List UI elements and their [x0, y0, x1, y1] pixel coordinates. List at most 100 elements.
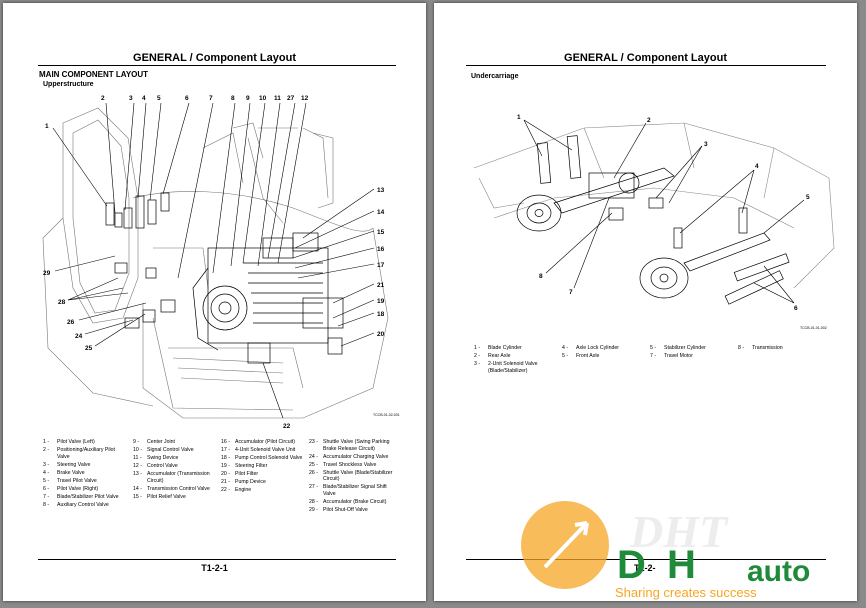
- figure-code: TCCB-01-01-002: [800, 326, 827, 330]
- callout-1: 1: [517, 114, 521, 121]
- legend-item-label: Rear Axle: [488, 353, 511, 359]
- svg-text:DHT: DHT: [629, 506, 729, 557]
- legend-item-number: 22 -: [221, 487, 230, 493]
- legend-item-number: 18 -: [221, 455, 230, 461]
- legend-item: 11 -Swing Device: [133, 455, 221, 462]
- subsection-title: Undercarriage: [471, 73, 519, 80]
- legend-item-label: Engine: [235, 487, 252, 493]
- legend-item-number: 27 -: [309, 484, 318, 490]
- callout-8: 8: [539, 273, 543, 280]
- legend-item-number: 3 -: [474, 361, 481, 367]
- legend-item: 29 -Pilot Shut-Off Valve: [309, 507, 397, 514]
- page-number: T1-2-1: [201, 563, 228, 573]
- legend-item: 17 -4-Unit Solenoid Valve Unit: [221, 447, 309, 454]
- legend-item: 18 - Pump Control Solenoid Valve: [221, 455, 309, 462]
- legend-item: 4 -Brake Valve: [43, 470, 129, 477]
- legend-item-number: 4 -: [43, 469, 50, 476]
- legend-item-label: Blade/Stabilizer Pilot Valve: [57, 493, 119, 500]
- legend-item-number: 21 -: [221, 479, 230, 485]
- legend-item-label: Shuttle Valve (Blade/Stabilizer Circuit): [323, 469, 393, 483]
- page-header: GENERAL / Component Layout: [564, 52, 727, 64]
- legend-item: 9 - Center Joint: [133, 439, 221, 446]
- upperstructure-diagram: 2 3 4 5 6 7 8 9 10 11 27 12 1 29 28 26 2…: [42, 95, 389, 430]
- brand-letter-h: H: [667, 543, 696, 587]
- legend-item: 21 -Pump Device: [221, 479, 309, 486]
- legend-item-label: Pilot Relief Valve: [147, 493, 186, 500]
- legend-item: 2 - Rear Axle: [474, 353, 562, 360]
- legend-item-number: 1 -: [474, 345, 481, 351]
- legend-item-label: Accumulator (Pilot Circuit): [235, 439, 295, 445]
- legend-item-number: 7 -: [43, 493, 50, 500]
- dhtauto-watermark: DHT D H auto Sharing creates success: [515, 495, 860, 603]
- legend-item-number: 16 -: [221, 439, 230, 445]
- legend-item-number: 2 -: [43, 447, 50, 453]
- legend-item-number: 8 -: [43, 501, 50, 508]
- legend-item-label: Blade Cylinder: [488, 345, 522, 351]
- legend-item-number: 9 -: [133, 439, 140, 445]
- legend-item: 13 -Accumulator (Transmission Circuit): [133, 471, 221, 484]
- callout-10: 10: [259, 95, 267, 102]
- callout-26: 26: [67, 319, 75, 326]
- legend-item-number: 5 -: [43, 477, 50, 484]
- manual-page-upperstructure: GENERAL / Component Layout MAIN COMPONEN…: [3, 3, 426, 601]
- legend-item-label: Axle Lock Cylinder: [576, 345, 619, 351]
- legend-item-number: 5 -: [562, 353, 569, 359]
- brand-letter-d: D: [617, 543, 646, 587]
- callout-5: 5: [157, 95, 161, 102]
- legend-item-number: 24 -: [309, 453, 318, 460]
- legend-item-label: Steering Filter: [235, 463, 268, 469]
- legend-item: 1 -Pilot Valve (Left): [43, 439, 129, 446]
- legend-item-number: 10 -: [133, 447, 142, 453]
- legend-item: 20 -Pilot Filter: [221, 471, 309, 478]
- legend-column-1: 1 -Pilot Valve (Left)2 - Positioning/Auxi…: [43, 439, 129, 510]
- legend-item-number: 26 -: [309, 469, 318, 476]
- legend-item: 16 - Accumulator (Pilot Circuit): [221, 439, 309, 446]
- legend-item-number: 1 -: [43, 439, 50, 445]
- footer-rule: [38, 559, 396, 560]
- legend-item-label: Control Valve: [147, 463, 178, 469]
- legend-item-number: 14 -: [133, 485, 142, 492]
- undercarriage-diagram: 1 2 3 4 5 6 7 8: [473, 114, 835, 312]
- legend-item: 4 -Axle Lock Cylinder: [562, 345, 650, 352]
- legend-item: 10 - Signal Control Valve: [133, 447, 221, 454]
- footer-rule: [466, 559, 826, 560]
- callout-22: 22: [283, 423, 291, 430]
- legend-item-number: 29 -: [309, 506, 318, 513]
- callout-29: 29: [43, 270, 51, 277]
- legend-item-label: Pump Control Solenoid Valve: [235, 455, 303, 461]
- legend-item-label: Positioning/Auxiliary Pilot Valve: [57, 447, 115, 460]
- callout-9: 9: [246, 95, 250, 102]
- legend-item: 8 -Transmission: [738, 345, 826, 352]
- legend-column-3: 16 - Accumulator (Pilot Circuit) 17 -4-Uni…: [221, 439, 309, 495]
- header-rule: [466, 65, 826, 66]
- callout-2: 2: [647, 117, 651, 124]
- page-number: T1-2-: [634, 563, 656, 573]
- callout-17: 17: [377, 262, 385, 269]
- legend-item: 15 -Pilot Relief Valve: [133, 494, 221, 501]
- legend-item: 2 - Positioning/Auxiliary Pilot Valve: [43, 447, 129, 460]
- legend-item-number: 28 -: [309, 498, 318, 505]
- legend-item: 28 - Accumulator (Brake Circuit): [309, 499, 397, 506]
- legend-item-label: Accumulator (Brake Circuit): [323, 498, 387, 505]
- legend-item-number: 20 -: [221, 471, 230, 477]
- page-header: GENERAL / Component Layout: [133, 52, 296, 64]
- callout-1: 1: [45, 123, 49, 130]
- legend-item-label: Center Joint: [147, 439, 175, 445]
- legend-item: 5 -Travel Pilot Valve: [43, 478, 129, 485]
- legend-item-label: 2-Unit Solenoid Valve (Blade/Stabilizer): [488, 361, 538, 374]
- header-rule: [38, 65, 396, 66]
- legend-item-label: Signal Control Valve: [147, 447, 194, 453]
- callout-6: 6: [794, 305, 798, 312]
- legend-item-label: Steering Valve: [57, 461, 91, 468]
- legend-item: 25 -Travel Shockless Valve: [309, 462, 397, 469]
- legend-item: 7 -Travel Motor: [650, 353, 738, 360]
- callout-19: 19: [377, 298, 385, 305]
- brand-slogan: Sharing creates success: [615, 585, 757, 600]
- legend-column-4: 8 -Transmission: [738, 345, 826, 353]
- legend-item: 24 -Accumulator Charging Valve: [309, 454, 397, 461]
- callout-21: 21: [377, 282, 385, 289]
- legend-item-label: Blade/Stabilizer Signal Shift Valve: [323, 484, 387, 497]
- legend-item-number: 2 -: [474, 353, 481, 359]
